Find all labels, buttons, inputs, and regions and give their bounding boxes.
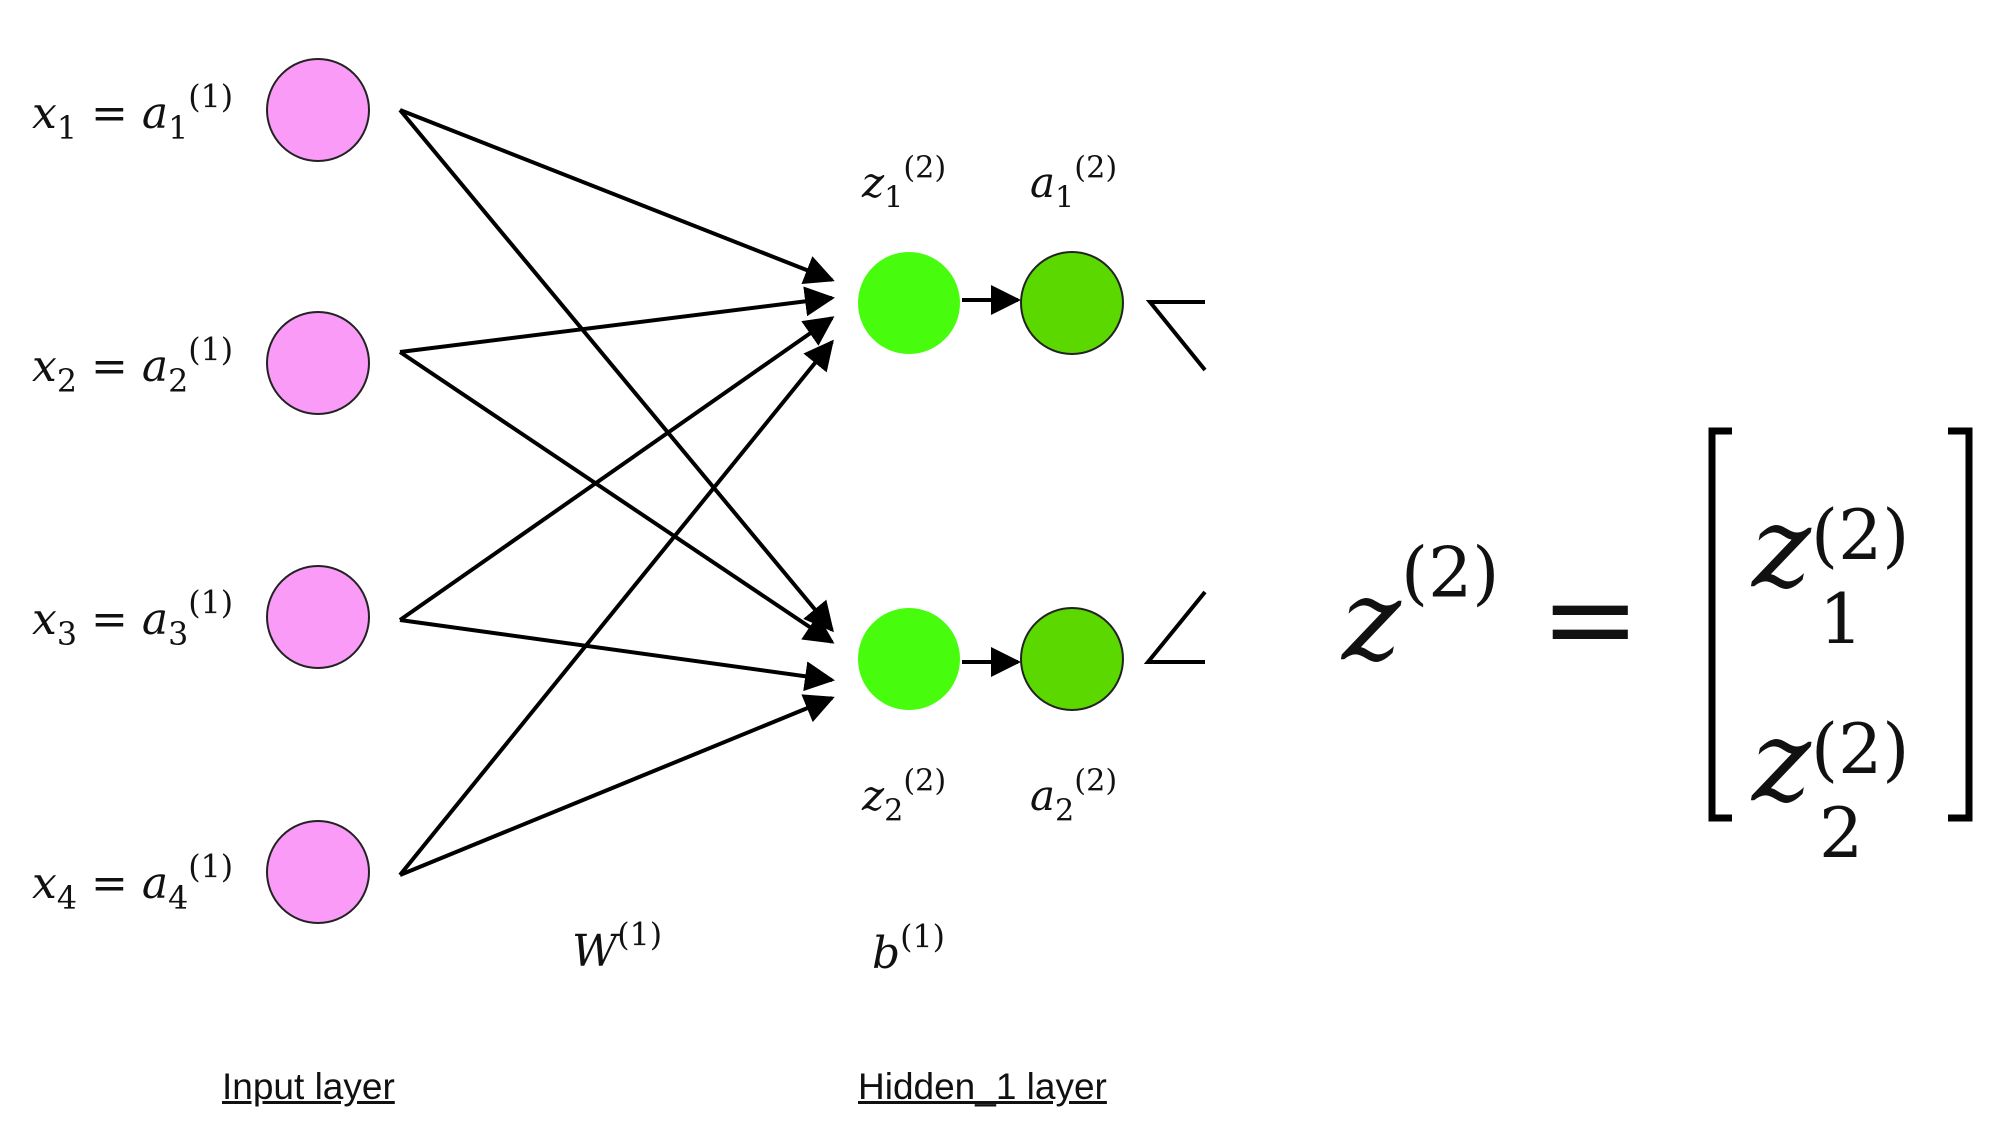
matrix-brackets (1708, 427, 1973, 822)
equation-equals: = (1540, 550, 1641, 689)
bias-label: b(1) (872, 919, 946, 979)
edge-x1-z1 (399, 108, 835, 285)
edge-x2-z1 (399, 286, 835, 354)
z-node-1 (858, 252, 960, 354)
edge-a2-out (1143, 590, 1207, 664)
edge-a1-out (1145, 300, 1207, 372)
hidden-label-a2: a2(2) (1030, 763, 1118, 829)
edge-x3-z2 (399, 618, 835, 692)
weights-label: W(1) (572, 917, 663, 977)
input-node-1 (266, 58, 370, 162)
matrix-entry-1: z(2)1 (1752, 483, 1910, 660)
equation-lhs: z(2) (1342, 533, 1500, 686)
a-node-1 (1020, 251, 1124, 355)
outgoing-edges (1143, 300, 1207, 664)
edge-x2-z2 (398, 350, 835, 644)
input-label-4: x4 = a4(1) (32, 849, 234, 918)
hidden-label-a1: a1(2) (1030, 150, 1118, 216)
input-node-3 (266, 565, 370, 669)
hidden-layer-nodes (858, 251, 1124, 711)
edge-x1-z2 (398, 108, 834, 633)
left-bracket (1708, 427, 1732, 822)
edge-x3-z1 (398, 316, 835, 622)
weight-edges (398, 108, 835, 877)
input-label-3: x3 = a3(1) (32, 585, 234, 654)
edge-x4-z1 (398, 339, 834, 877)
hidden-label-z2: z2(2) (862, 763, 947, 829)
z-node-2 (858, 608, 960, 710)
hidden-label-z1: z1(2) (862, 150, 947, 216)
matrix-entry-2: z(2)2 (1752, 697, 1910, 874)
a-node-2 (1020, 607, 1124, 711)
input-layer-nodes (266, 58, 370, 924)
input-label-1: x1 = a1(1) (32, 79, 234, 148)
edge-x4-z2 (399, 694, 835, 877)
input-node-4 (266, 820, 370, 924)
right-bracket (1948, 427, 1973, 822)
hidden-layer-caption: Hidden_1 layer (858, 1066, 1107, 1107)
input-label-2: x2 = a2(1) (32, 332, 234, 401)
input-node-2 (266, 311, 370, 415)
input-layer-caption: Input layer (222, 1066, 395, 1107)
activation-edges (962, 285, 1021, 677)
